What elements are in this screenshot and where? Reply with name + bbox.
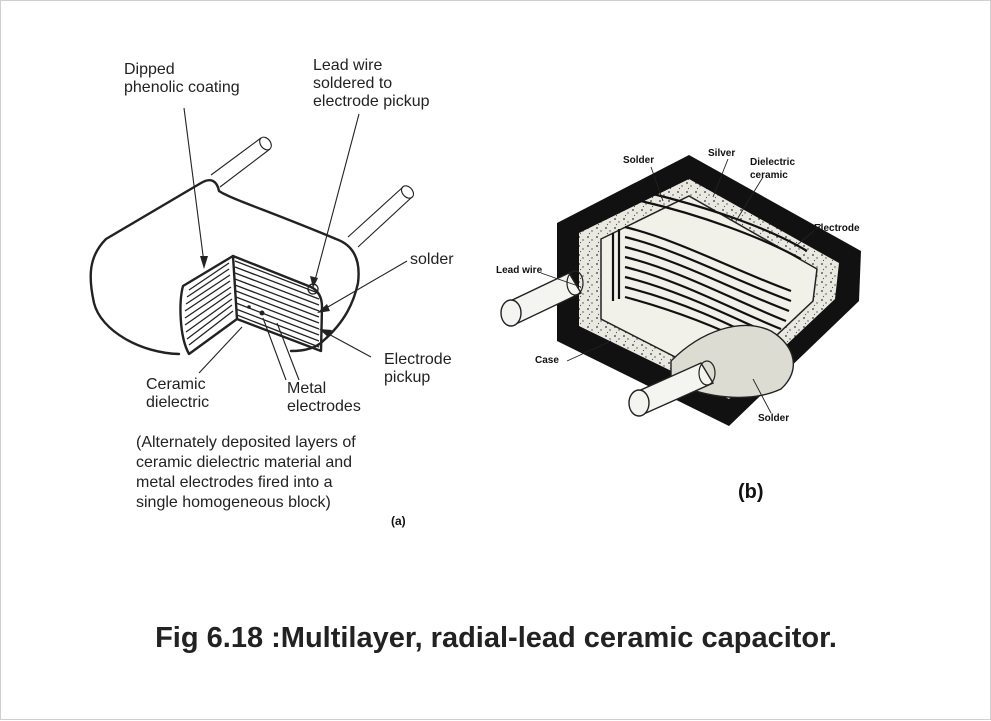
lead-wire-b-bottom: [628, 360, 716, 417]
label-metal-2: electrodes: [287, 398, 361, 415]
label-b-dielectric-1: Dielectric: [750, 157, 795, 168]
label-b-solder-top: Solder: [623, 155, 654, 166]
label-b-lead-wire: Lead wire: [496, 265, 543, 276]
label-lead-3: electrode pickup: [313, 93, 430, 110]
capacitor-b-drawing: Solder Silver Dielectric ceramic Electro…: [496, 148, 861, 503]
lead-wire-b-top: [500, 270, 584, 327]
figure-b-tag: (b): [738, 481, 764, 503]
coating-body: [89, 179, 360, 356]
lead-wire-right: [347, 185, 415, 248]
label-metal-1: Metal: [287, 380, 326, 397]
cutaway-face: [231, 254, 324, 353]
note-line-2: ceramic dielectric material and: [136, 454, 352, 471]
note-line-3: metal electrodes fired into a: [136, 474, 333, 491]
leader-lines-a: [183, 107, 408, 381]
capacitor-a-drawing: Dipped phenolic coating Lead wire solder…: [89, 57, 454, 528]
label-coating-2: phenolic coating: [124, 79, 240, 96]
leader-lines-b: [540, 158, 822, 414]
label-ceramic-2: dielectric: [146, 394, 209, 411]
electrode-layers-side: [184, 262, 234, 346]
figure-a-tag: (a): [391, 514, 406, 528]
label-b-solder-bottom: Solder: [758, 413, 789, 424]
label-b-electrode: Electrode: [814, 223, 860, 234]
cutaway-left-wall: [179, 254, 239, 356]
electrode-layers-front: [234, 260, 320, 348]
electrode-dot-2: [247, 305, 251, 309]
label-b-dielectric-2: ceramic: [750, 170, 788, 181]
note-line-4: single homogeneous block): [136, 494, 331, 511]
figure-caption: Fig 6.18 :Multilayer, radial-lead cerami…: [155, 622, 837, 654]
label-solder: solder: [410, 251, 454, 268]
lead-wire-left: [210, 136, 272, 188]
label-lead-1: Lead wire: [313, 57, 382, 74]
label-lead-2: soldered to: [313, 75, 392, 92]
label-b-case: Case: [535, 355, 559, 366]
label-pickup-1: Electrode: [384, 351, 452, 368]
label-b-silver: Silver: [708, 148, 735, 159]
label-coating-1: Dipped: [124, 61, 175, 78]
note-line-1: (Alternately deposited layers of: [136, 434, 356, 451]
label-pickup-2: pickup: [384, 369, 430, 386]
label-ceramic-1: Ceramic: [146, 376, 206, 393]
metal-electrode-dot: [259, 310, 265, 316]
